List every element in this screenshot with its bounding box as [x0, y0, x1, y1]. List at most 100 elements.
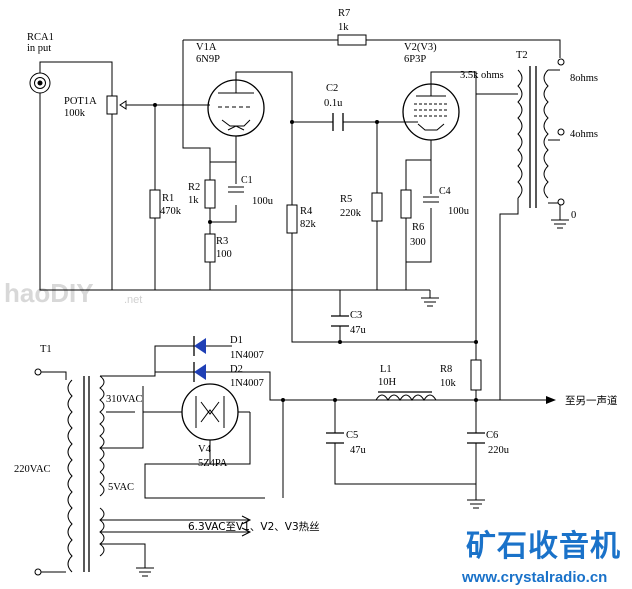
to-other-channel-label: 至另一声道	[565, 394, 618, 407]
vac5-label: 5VAC	[108, 482, 134, 493]
ground-symbol-psu	[467, 499, 485, 509]
r2-value: 1k	[188, 195, 199, 206]
tap-0-wire	[548, 202, 561, 220]
t1-primary-terminal-bottom	[34, 568, 42, 576]
input-signal-wire	[39, 61, 113, 96]
c6-label: C6	[486, 430, 498, 441]
heater-leads	[100, 519, 250, 533]
c4-label: C4	[439, 186, 451, 197]
t1-label: T1	[40, 344, 52, 355]
v1a-label: V1A	[196, 42, 217, 53]
pot1a-value: 100k	[64, 108, 86, 119]
v2-type: 6P3P	[404, 54, 426, 65]
v1a-type: 6N9P	[196, 54, 220, 65]
c2-label: C2	[326, 83, 338, 94]
t2-primary-return	[499, 198, 519, 400]
rectifier-output-wires	[206, 345, 476, 401]
d2-value: 1N4007	[230, 378, 264, 389]
t1-primary-leads	[40, 371, 67, 573]
r1-value: 470k	[160, 206, 182, 217]
r8-value: 10k	[440, 378, 457, 389]
c6-capacitor	[467, 432, 485, 444]
pot1a-resistor	[106, 95, 118, 115]
cathode-bypass-wires	[209, 162, 237, 223]
r6-label: R6	[412, 222, 424, 233]
r7-feedback-wire	[183, 39, 561, 58]
ground-bus-top	[39, 93, 430, 291]
l1-value: 10H	[378, 377, 397, 388]
ground-symbol-top	[421, 290, 439, 307]
r5-resistor	[371, 192, 383, 222]
filter-wires	[282, 400, 477, 500]
v4-label: V4	[198, 444, 212, 455]
r4-label: R4	[300, 206, 313, 217]
d2-diode	[193, 362, 206, 382]
rca1-label: RCA1	[27, 32, 54, 43]
tap-4-label: 4ohms	[570, 129, 598, 140]
c5-capacitor	[326, 432, 344, 444]
r7-resistor	[337, 34, 367, 46]
r1-label: R1	[162, 193, 174, 204]
r8-label: R8	[440, 364, 452, 375]
vac310-label: 310VAC	[106, 394, 143, 405]
c4-value: 100u	[448, 206, 470, 217]
rca-input-jack	[29, 72, 51, 94]
r2-resistor	[204, 179, 216, 209]
r3-resistor	[204, 233, 216, 263]
c2-value: 0.1u	[324, 98, 343, 109]
heater-label: 6.3VAC至V1、V2、V3热丝	[188, 520, 320, 533]
r6-value: 300	[410, 237, 426, 248]
r4-resistor	[286, 204, 298, 234]
r5-label: R5	[340, 194, 352, 205]
watermark-haodiy: haoDIY	[4, 278, 94, 308]
other-channel-arrow	[546, 396, 556, 404]
c5-value: 47u	[350, 445, 367, 456]
hv-secondary-center-wire	[154, 346, 194, 373]
v4-rectifier-tube	[181, 383, 239, 441]
v2-label: V2(V3)	[404, 42, 437, 53]
r3-label: R3	[216, 236, 228, 247]
t1-primary-terminal-top	[34, 368, 42, 376]
v2-plate-wire	[430, 71, 518, 95]
c3-value: 47u	[350, 325, 367, 336]
c4-capacitor	[423, 196, 439, 203]
r1-junction	[153, 103, 157, 107]
heater-ct-wire	[100, 543, 146, 568]
pot1a-label: POT1A	[64, 96, 97, 107]
c1-capacitor	[228, 186, 244, 193]
r2-r3-junction	[208, 220, 212, 224]
t2-impedance: 3.5k ohms	[460, 70, 504, 81]
c3-junction	[338, 340, 342, 344]
r8-junction	[474, 340, 478, 344]
r3-value: 100	[216, 249, 232, 260]
r5-value: 220k	[340, 208, 362, 219]
watermark-net: .net	[124, 294, 142, 306]
d1-diode	[193, 336, 206, 356]
c1-value: 100u	[252, 196, 274, 207]
t1-power-transformer	[67, 375, 105, 573]
v4-filament-wires	[144, 412, 265, 499]
v4-type: 5Z4PA	[198, 458, 228, 469]
vac220-label: 220VAC	[14, 464, 51, 475]
t2-label: T2	[516, 50, 528, 61]
c3-capacitor	[331, 315, 349, 327]
l1-choke	[375, 391, 437, 401]
r8-resistor	[470, 359, 482, 391]
tap-0-terminal	[557, 198, 565, 206]
v1-plate-wire	[235, 71, 293, 205]
d1-label: D1	[230, 335, 243, 346]
pot1a-wiper-arrow	[119, 100, 127, 110]
r1-resistor	[149, 189, 161, 219]
r7-value: 1k	[338, 22, 349, 33]
v1-cathode-wire	[210, 136, 237, 163]
heater-arrows	[241, 515, 252, 537]
v2-cathode-wires	[405, 140, 432, 263]
c6-value: 220u	[488, 445, 510, 456]
ground-symbol-heater	[136, 567, 154, 577]
v1a-tube	[207, 79, 265, 137]
brand-url: www.crystalradio.cn	[461, 569, 607, 586]
c3-label: C3	[350, 310, 362, 321]
r2-label: R2	[188, 182, 200, 193]
c1-label: C1	[241, 175, 253, 186]
v1-cathode-feedback-wire	[182, 40, 211, 162]
